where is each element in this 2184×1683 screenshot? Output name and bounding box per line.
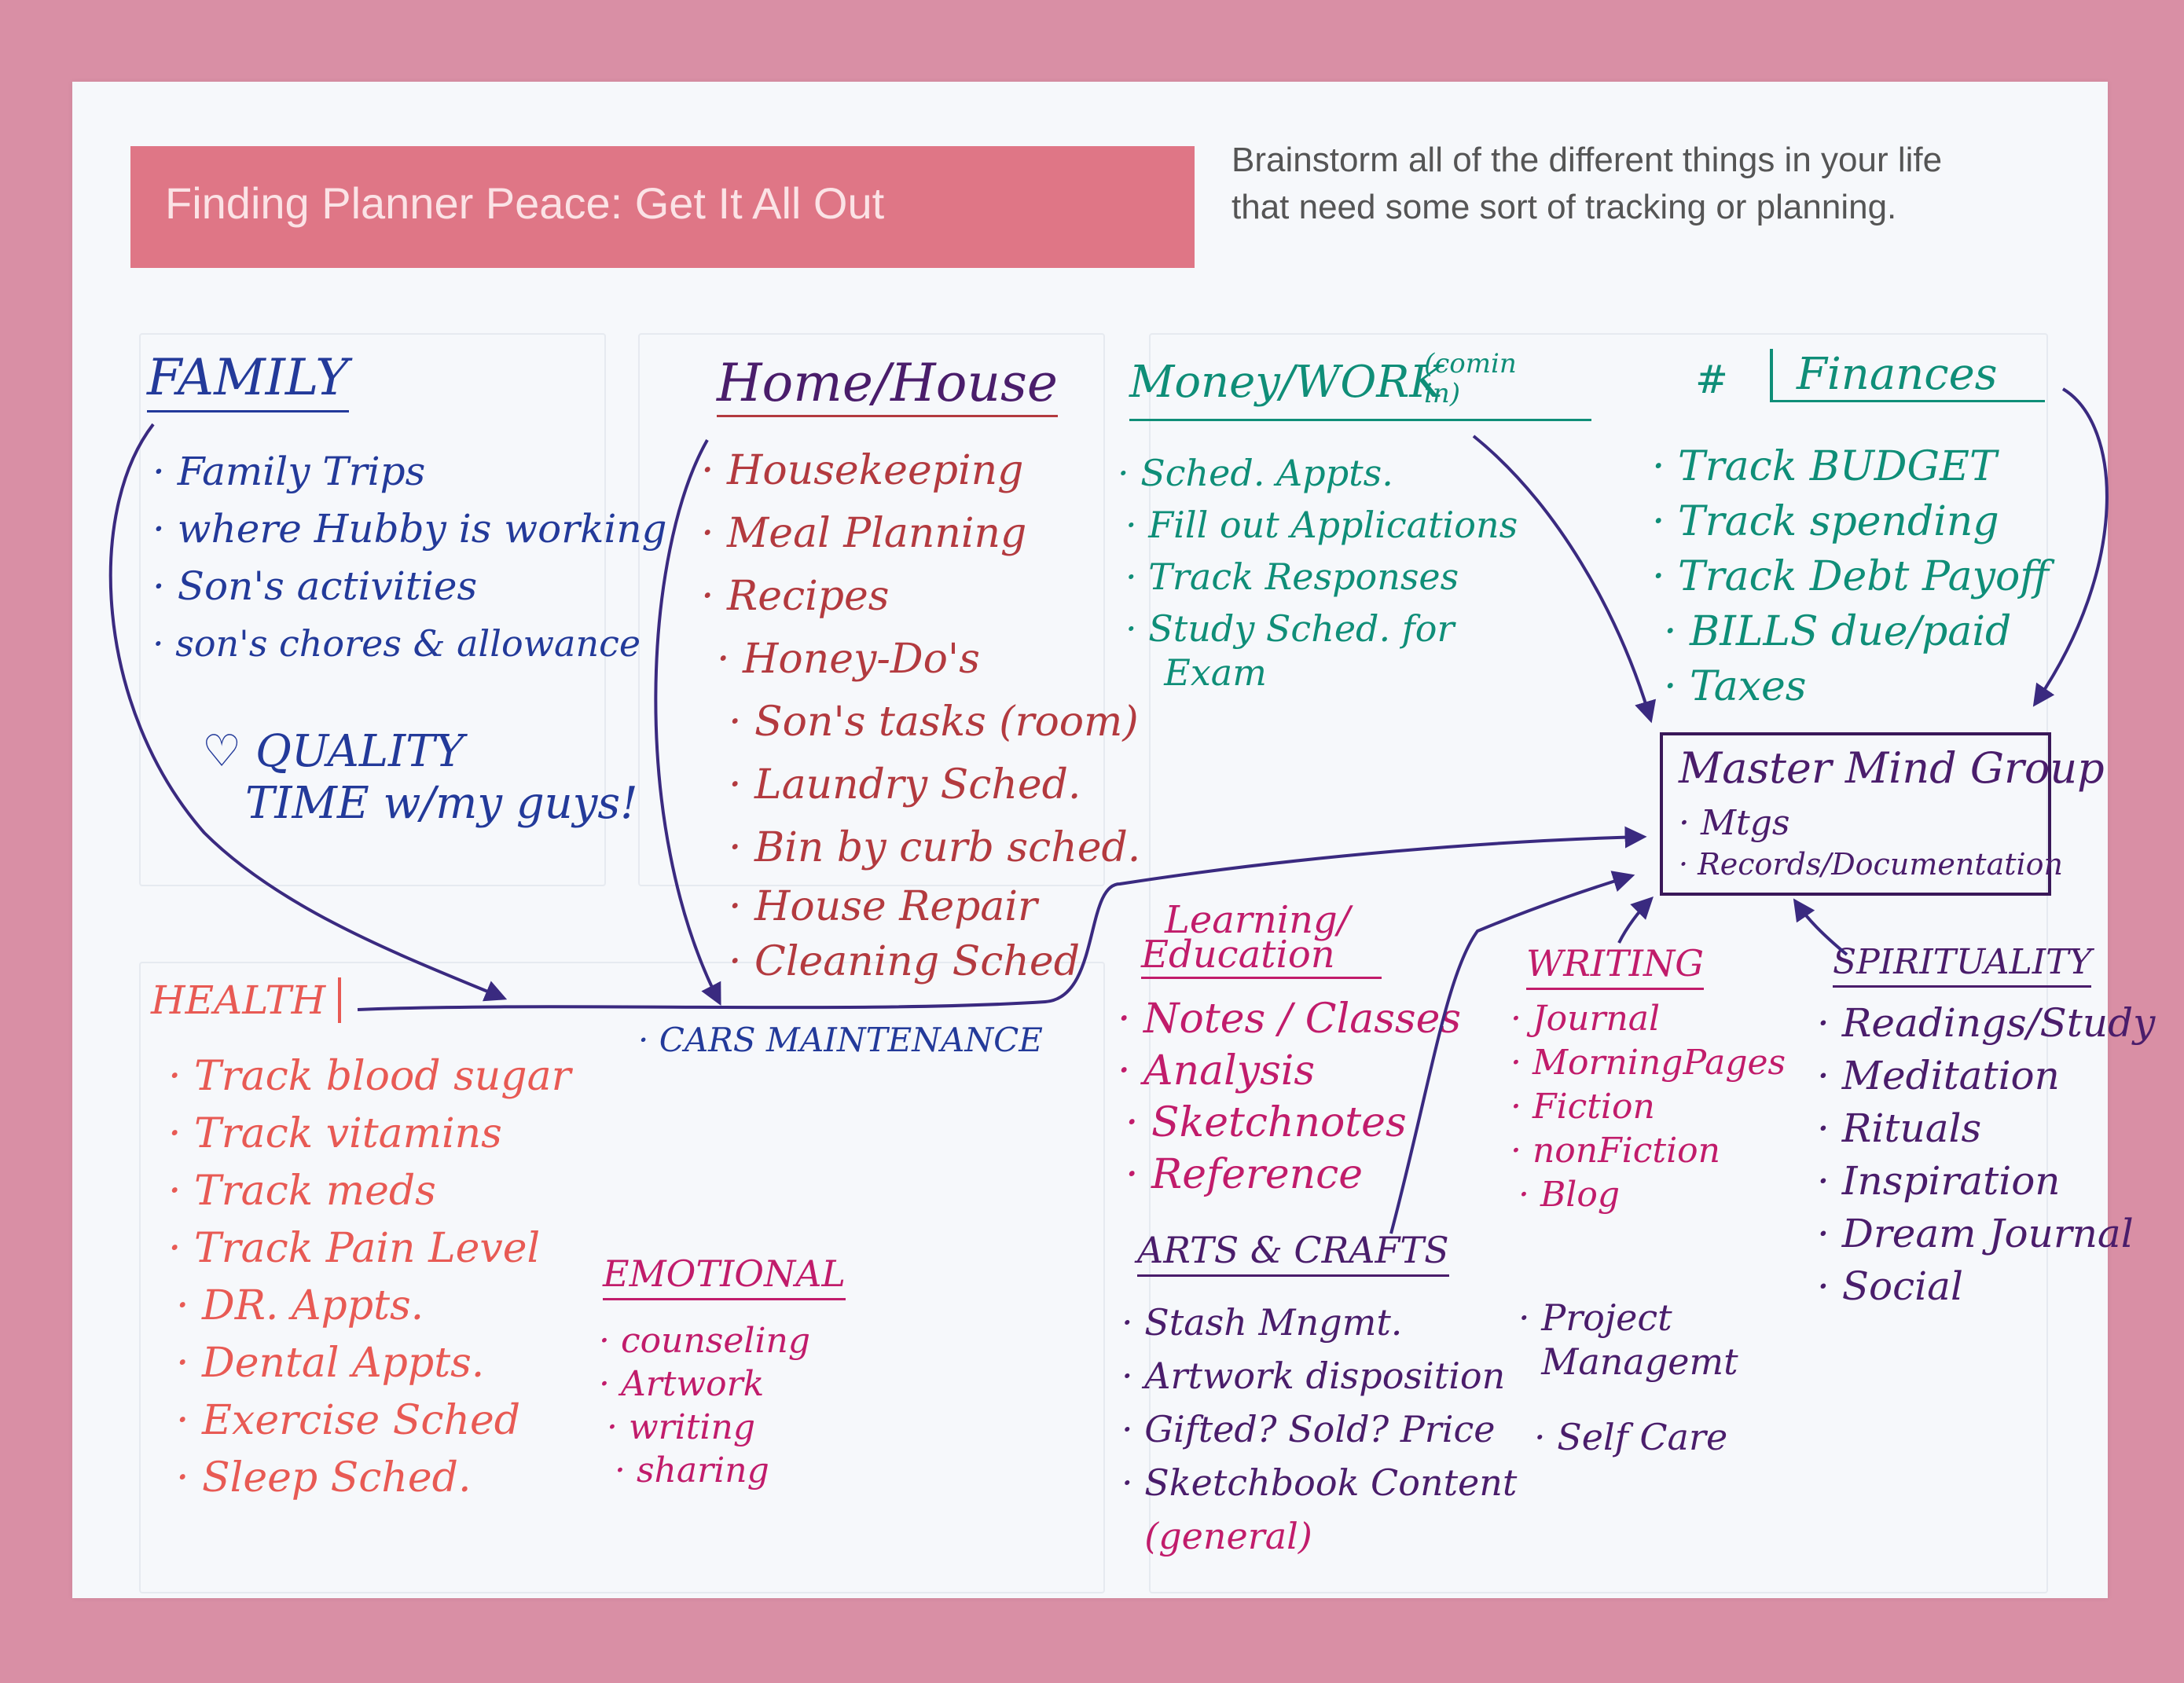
list-item: · Track Debt Payoff <box>1652 553 2050 600</box>
instructions-line-1: Brainstorm all of the different things i… <box>1231 141 1943 179</box>
list-item: Exam <box>1141 651 1267 694</box>
list-item: · Analysis <box>1118 1047 1316 1094</box>
list-item: · Fill out Applications <box>1125 504 1518 546</box>
learning-list: · Notes / Classes · Analysis · Sketchnot… <box>1118 993 1461 1201</box>
mastermind-list: · Mtgs · Records/Documentation <box>1679 803 2063 885</box>
list-item: · Study Sched. for <box>1125 607 1455 650</box>
list-item: · son's chores & allowance <box>152 622 641 665</box>
list-item: · Inspiration <box>1817 1158 2061 1204</box>
list-item: · Dream Journal <box>1817 1211 2134 1256</box>
list-item: (general) <box>1121 1515 1312 1557</box>
spirituality-heading: SPIRITUALITY <box>1833 942 2092 988</box>
list-item: · Blog <box>1518 1175 1621 1215</box>
list-item: · Self Care <box>1534 1416 1728 1458</box>
list-item: · Readings/Study <box>1817 1000 2156 1046</box>
finances-heading: Finances <box>1770 349 2045 402</box>
list-item: · DR. Appts. <box>176 1282 424 1329</box>
list-item: · Track Responses <box>1125 556 1459 598</box>
emotional-heading: EMOTIONAL <box>603 1252 846 1300</box>
learning-heading-line-2: Education <box>1141 933 1335 977</box>
list-item: · Meal Planning <box>701 510 1027 557</box>
cars-maintenance: · CARS MAINTENANCE <box>638 1021 1043 1059</box>
list-item: · Sketchnotes <box>1125 1099 1407 1146</box>
list-item: · Sketchbook Content <box>1121 1461 1518 1504</box>
list-item: · Journal <box>1510 999 1661 1039</box>
writing-heading: WRITING <box>1526 942 1704 990</box>
spirituality-list: · Readings/Study · Meditation · Rituals … <box>1817 997 2155 1313</box>
list-item: · Track Pain Level <box>168 1225 541 1272</box>
worksheet-page: Finding Planner Peace: Get It All Out Br… <box>72 82 2155 1598</box>
list-item: · Mtgs <box>1679 803 1790 843</box>
list-item: · writing <box>607 1407 755 1447</box>
money-heading: Money/WORK <box>1129 357 1592 421</box>
list-item: · Housekeeping <box>701 447 1024 494</box>
home-heading: Home/House <box>717 353 1058 417</box>
list-item: · Sched. Appts. <box>1118 452 1393 494</box>
list-item: · Track blood sugar <box>168 1053 571 1100</box>
hash-mark-icon: # <box>1695 357 1728 402</box>
list-item: · Family Trips <box>152 449 426 494</box>
arts-list: · Stash Mngmt. · Artwork disposition · G… <box>1121 1296 1517 1563</box>
list-item: · BILLS due/paid <box>1664 608 2012 655</box>
money-aside: (comin in) <box>1424 348 1517 409</box>
list-item: · Project <box>1518 1296 1672 1339</box>
mastermind-box: Master Mind Group · Mtgs · Records/Docum… <box>1660 732 2105 896</box>
list-item: · Son's tasks (room) <box>729 698 1139 746</box>
list-item: · Rituals <box>1817 1106 1982 1151</box>
list-item: · Track spending <box>1652 498 1999 545</box>
quality-time-note: ♡ QUALITY TIME w/my guys! <box>202 726 638 830</box>
list-item: · Track BUDGET <box>1652 443 1997 490</box>
writing-list: · Journal · MorningPages · Fiction · non… <box>1510 997 1786 1217</box>
list-item: · Artwork <box>599 1364 765 1404</box>
family-heading: FAMILY <box>147 349 349 412</box>
list-item: · Artwork disposition <box>1121 1355 1506 1397</box>
list-item: · Taxes <box>1664 663 1807 710</box>
list-item: · where Hubby is working <box>152 506 667 552</box>
finances-list: · Track BUDGET · Track spending · Track … <box>1652 439 2049 714</box>
list-item: · Fiction <box>1510 1087 1655 1127</box>
list-item: Managemt <box>1518 1340 1738 1383</box>
list-item: · Track vitamins <box>168 1110 502 1157</box>
list-item: · Track meds <box>168 1168 436 1215</box>
list-item: · Laundry Sched. <box>729 761 1081 808</box>
list-item: · Honey-Do's <box>717 636 980 683</box>
list-item: · Bin by curb sched. <box>729 824 1141 871</box>
instructions: Brainstorm all of the different things i… <box>1231 137 2065 231</box>
list-item: · Meditation <box>1817 1053 2060 1098</box>
instructions-line-2: that need some sort of tracking or plann… <box>1231 188 1897 226</box>
list-item: · MorningPages <box>1510 1043 1786 1083</box>
list-item: · Social <box>1817 1263 1963 1309</box>
learning-heading: Learning/ Education <box>1141 901 1382 979</box>
arts-heading: ARTS & CRAFTS <box>1137 1229 1449 1277</box>
list-item: · Stash Mngmt. <box>1121 1301 1403 1344</box>
money-list: · Sched. Appts. · Fill out Applications … <box>1118 447 1518 691</box>
list-item: · Reference <box>1125 1151 1364 1198</box>
list-item: · sharing <box>615 1450 769 1490</box>
note-line-2: TIME w/my guys! <box>245 778 638 829</box>
list-item: · Sleep Sched. <box>176 1454 472 1502</box>
health-list: · Track blood sugar · Track vitamins · T… <box>168 1048 571 1507</box>
title-banner: Finding Planner Peace: Get It All Out <box>130 146 1195 268</box>
page-title: Finding Planner Peace: Get It All Out <box>165 178 885 228</box>
list-item: · Son's activities <box>152 563 478 609</box>
list-item: · Dental Appts. <box>176 1340 485 1387</box>
list-item: · Recipes <box>701 573 890 620</box>
home-list: · Housekeeping · Meal Planning · Recipes… <box>701 439 1140 989</box>
list-item: · Gifted? Sold? Price <box>1121 1408 1496 1450</box>
list-item: · counseling <box>599 1321 811 1361</box>
family-list: · Family Trips · where Hubby is working … <box>152 443 667 673</box>
emotional-list: · counseling · Artwork · writing · shari… <box>599 1319 810 1492</box>
mastermind-title: Master Mind Group <box>1679 743 2105 793</box>
misc-list: · Project Managemt · Self Care <box>1518 1296 1738 1459</box>
list-item: · Exercise Sched <box>176 1397 521 1444</box>
list-item: · nonFiction <box>1510 1131 1720 1171</box>
note-line-1: ♡ QUALITY <box>202 726 464 777</box>
list-item: · Cleaning Sched <box>729 938 1080 985</box>
list-item: · Records/Documentation <box>1679 847 2064 882</box>
list-item: · Notes / Classes <box>1118 996 1462 1043</box>
health-heading: HEALTH <box>151 977 342 1023</box>
list-item: · House Repair <box>729 883 1037 930</box>
